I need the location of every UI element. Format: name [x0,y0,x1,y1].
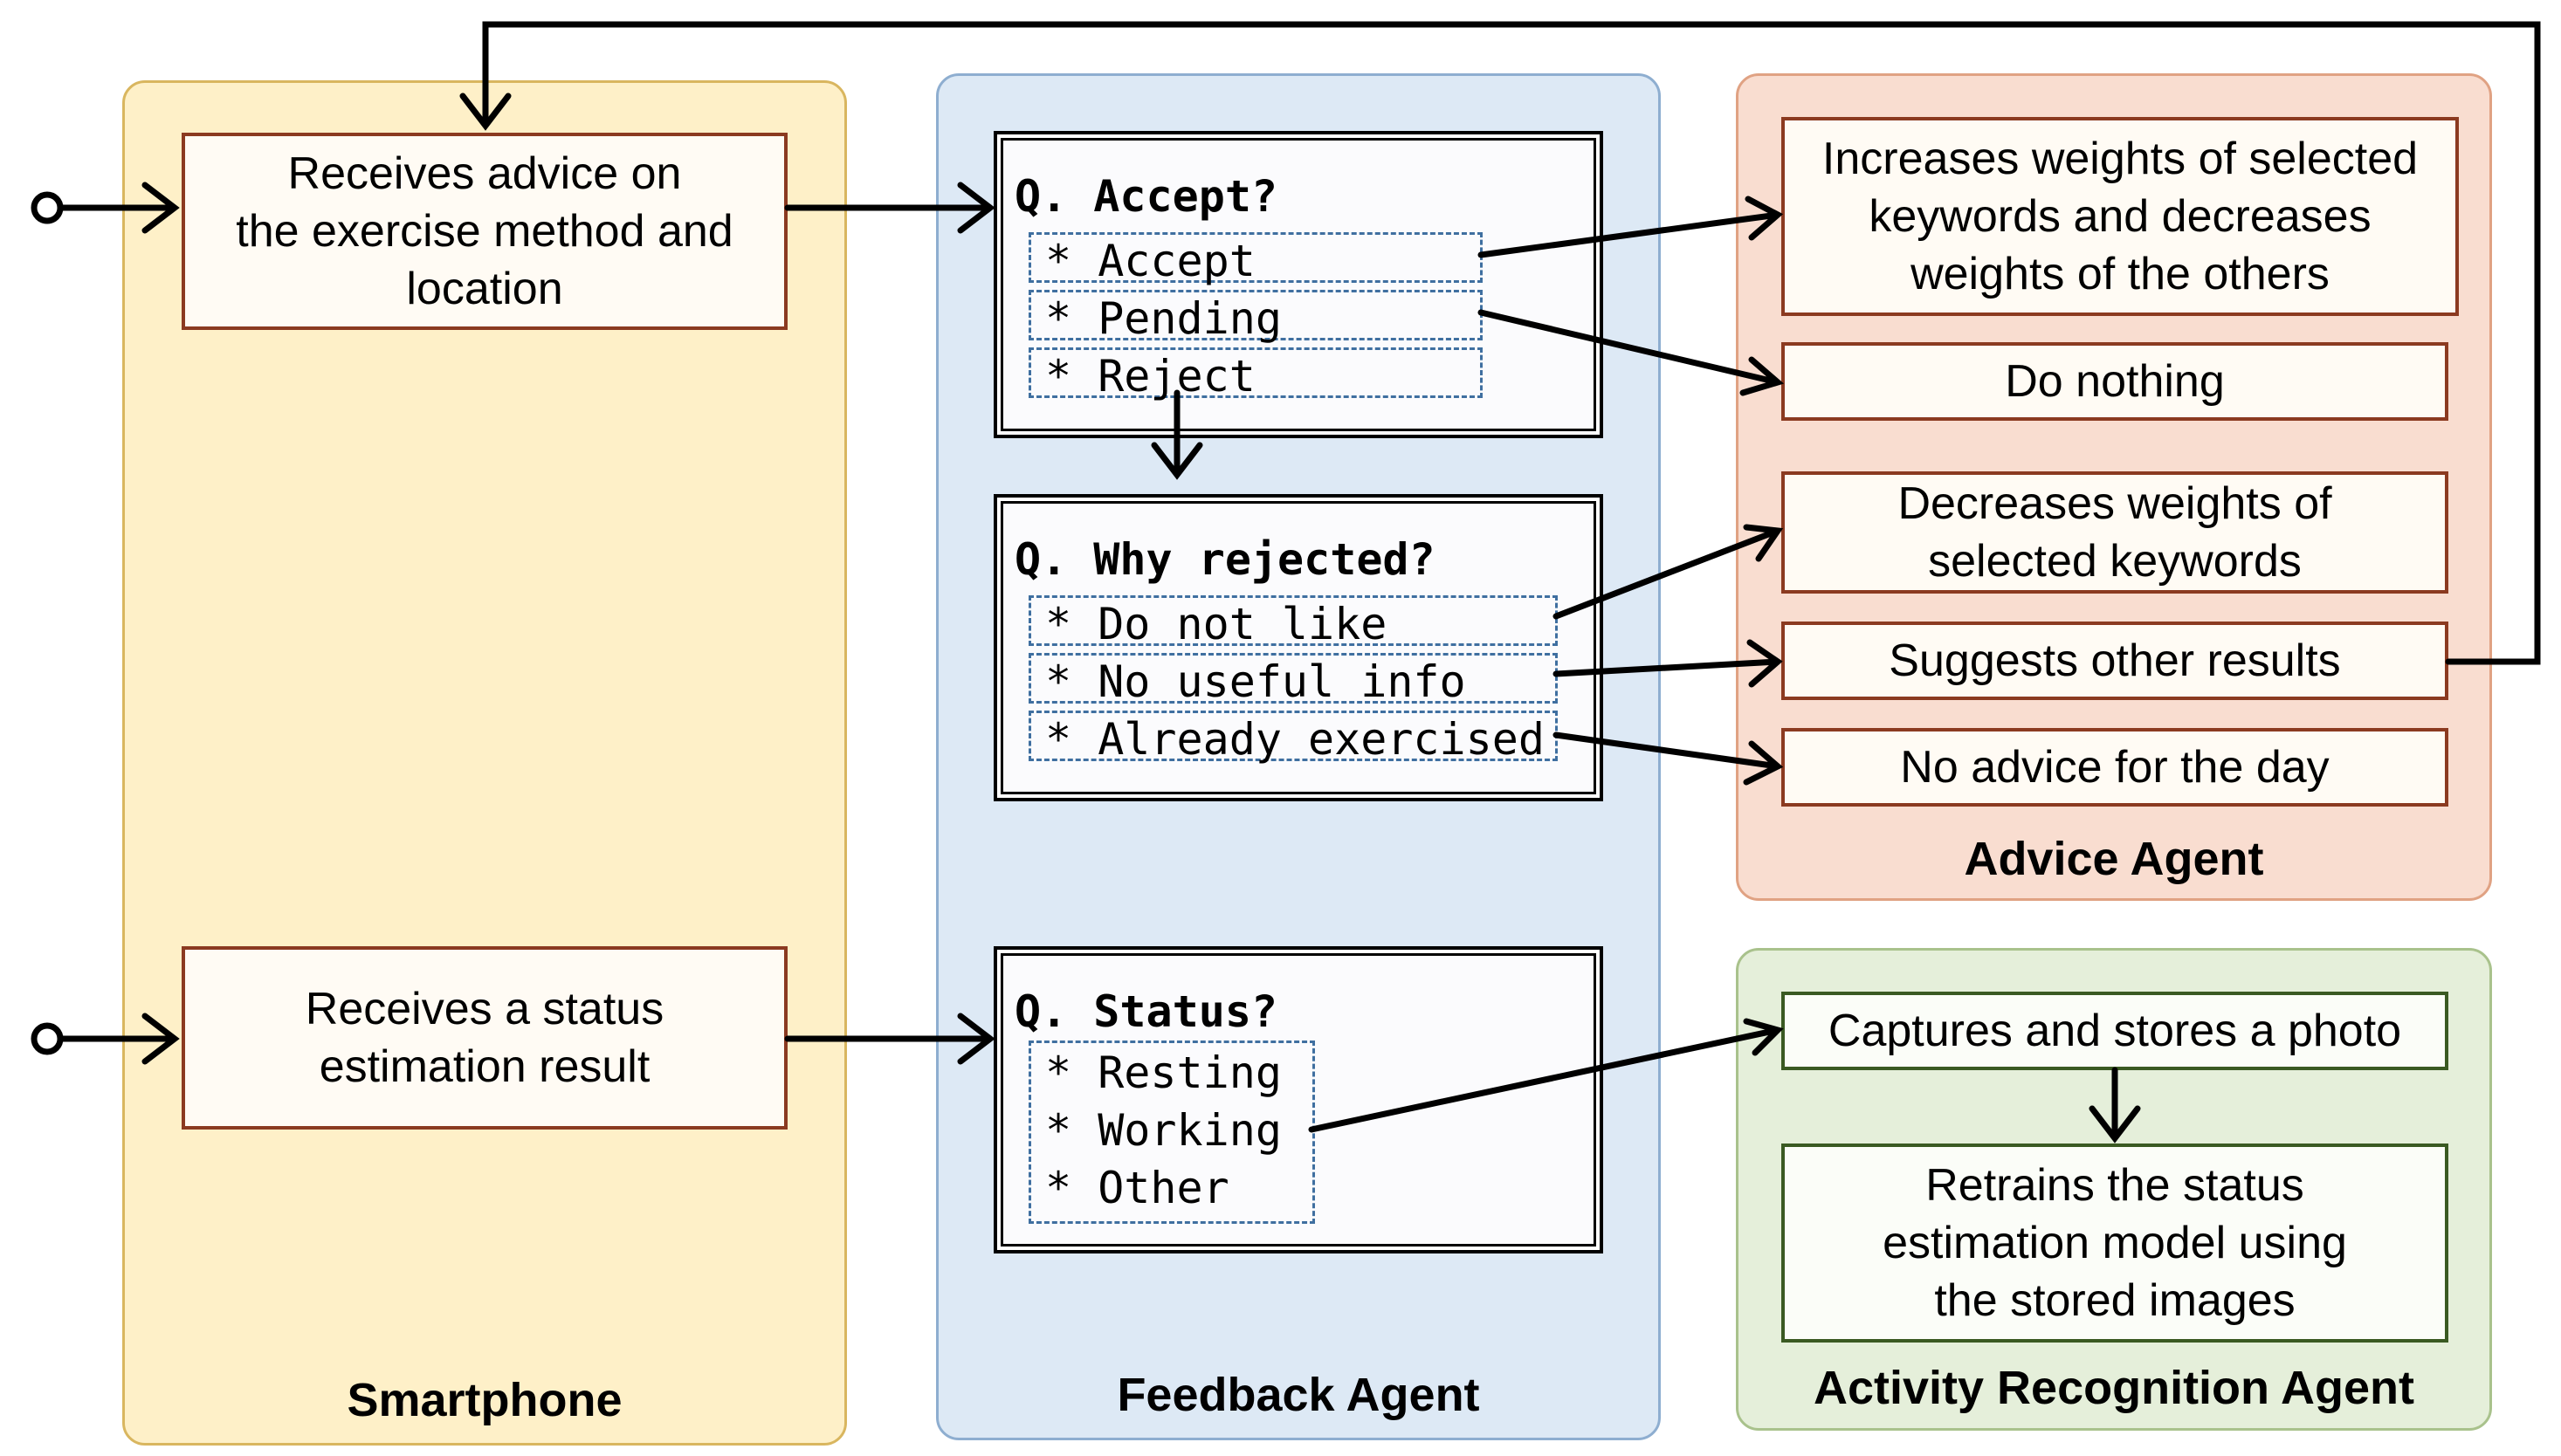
why-rejected-question-box: Q. Why rejected? * Do not like * No usef… [994,494,1603,801]
arrow-advice-to-accept [784,182,995,234]
option-pending[interactable]: * Pending [1029,290,1483,344]
accept-question-title: Q. Accept? [1015,171,1278,222]
status-input-port [31,1022,64,1055]
increase-weights-box: Increases weights of selected keywords a… [1781,117,2459,316]
no-advice-box: No advice for the day [1781,728,2448,807]
option-accept[interactable]: * Accept [1029,232,1483,286]
suggest-other-results-box: Suggests other results [1781,622,2448,700]
receives-advice-box: Receives advice on the exercise method a… [182,133,788,330]
arrow-nouseful-to-suggest [1552,639,1783,688]
arrow-dislike-to-decrease [1552,524,1784,620]
capture-photo-box: Captures and stores a photo [1781,992,2448,1070]
why-rejected-question-title: Q. Why rejected? [1015,534,1435,585]
activity-recognition-agent-lane-title: Activity Recognition Agent [1813,1362,2415,1414]
accept-question-box: Q. Accept? * Accept * Pending * Reject [994,131,1603,438]
receives-status-box: Receives a status estimation result [182,946,788,1130]
option-already-exercised[interactable]: * Already exercised [1029,711,1558,765]
arrow-input-advice [58,182,180,234]
retrain-model-box: Retrains the status estimation model usi… [1781,1144,2448,1343]
arrow-input-status [58,1013,180,1065]
option-no-useful-info[interactable]: * No useful info [1029,653,1558,707]
option-resting[interactable]: * Resting [1045,1047,1282,1098]
smartphone-lane-title: Smartphone [347,1374,623,1426]
decrease-weights-box: Decreases weights of selected keywords [1781,471,2448,594]
advice-agent-lane-title: Advice Agent [1964,833,2264,885]
arrow-already-to-noadvice [1552,731,1784,786]
option-other[interactable]: * Other [1045,1163,1229,1213]
status-question-title: Q. Status? [1015,986,1278,1037]
do-nothing-box: Do nothing [1781,342,2448,421]
arrow-status-to-status-question [784,1013,995,1065]
arrow-pending-to-nothing [1477,309,1785,396]
status-options-group: * Resting * Working * Other [1029,1040,1315,1224]
arrow-accept-to-increase [1477,196,1784,258]
arrow-capture-to-retrain [2089,1067,2141,1144]
option-working[interactable]: * Working [1045,1105,1282,1156]
arrow-suggest-loop-to-smartphone [459,21,2541,665]
status-question-box: Q. Status? * Resting * Working * Other [994,946,1603,1253]
arrow-reject-to-why [1151,389,1203,480]
feedback-agent-lane-title: Feedback Agent [1117,1369,1480,1421]
advice-input-port [31,191,64,224]
arrow-working-to-capture [1308,1018,1784,1133]
option-do-not-like[interactable]: * Do not like [1029,595,1558,649]
